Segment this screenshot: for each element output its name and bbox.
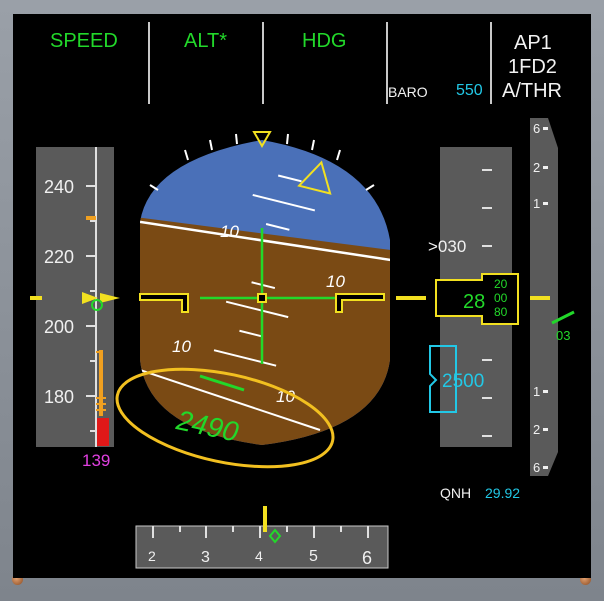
fma-lat-mode: HDG — [302, 30, 347, 52]
screw-bottom-right — [580, 574, 591, 585]
fma-divider-4 — [490, 22, 492, 104]
altitude-current-hundreds: 28 — [463, 291, 485, 313]
vls-strip — [99, 350, 103, 416]
localizer-green-mark — [199, 374, 245, 392]
speed-tick-240: 240 — [44, 177, 74, 197]
fma-athr-status: A/THR — [502, 80, 562, 102]
fma-alt-mode: ALT* — [184, 30, 227, 52]
speed-tick-180: 180 — [44, 387, 74, 407]
altitude-drum-bot: 80 — [494, 305, 508, 319]
speed-tick-220: 220 — [44, 247, 74, 267]
vertical-speed-indicator: 6 2 1 1 2 6 03 — [530, 118, 575, 476]
heading-tape: 2 3 4 5 6 — [135, 506, 389, 569]
vsi-mark-6-bottom: 6 — [533, 460, 540, 475]
qnh-label: QNH — [440, 485, 471, 501]
roll-scale — [149, 133, 375, 191]
pitch-label-ground-left: 10 — [172, 337, 191, 356]
speed-tick-200: 200 — [44, 317, 74, 337]
vsi-mark-6-top: 6 — [533, 121, 540, 136]
pitch-label-sky-right: 10 — [326, 272, 345, 291]
fma-speed-mode: SPEED — [50, 30, 118, 52]
aircraft-symbol — [139, 293, 426, 313]
altitude-drum-mid: 00 — [494, 291, 508, 305]
vsi-mark-2-top: 2 — [533, 160, 540, 175]
fma-divider-1 — [148, 22, 150, 104]
altitude-drum-top: 20 — [494, 277, 508, 291]
fma-baro-label: BARO — [388, 84, 428, 100]
vsi-mark-1-top: 1 — [533, 196, 540, 211]
heading-track-diamond — [268, 528, 282, 544]
qnh-value: 29.92 — [485, 485, 520, 501]
selected-altitude-value: 2500 — [442, 371, 484, 392]
speed-tape: 240 220 200 180 139 — [30, 147, 120, 470]
fma-baro-value: 550 — [456, 82, 483, 99]
altitude-label-030: >030 — [428, 237, 466, 256]
screw-bottom-left — [12, 574, 23, 585]
heading-tick-6: 6 — [362, 548, 372, 568]
speed-bottom-value: 139 — [82, 451, 110, 470]
fma-fd-status: 1FD2 — [508, 56, 557, 78]
heading-tick-2: 2 — [148, 548, 156, 564]
vsi-mark-2-bottom: 2 — [533, 422, 540, 437]
fma-divider-3 — [386, 22, 388, 104]
pitch-label-sky-left: 10 — [220, 222, 239, 241]
speed-trend-dot — [91, 299, 103, 311]
altitude-tape: >030 28 20 00 80 2500 — [428, 147, 519, 447]
heading-tick-5: 5 — [309, 548, 318, 565]
vsi-value: 03 — [556, 328, 570, 343]
vsi-needle — [551, 310, 575, 325]
fma-divider-2 — [262, 22, 264, 104]
roll-pointer — [297, 160, 332, 195]
alpha-prot-strip — [97, 418, 109, 446]
roll-index-triangle — [252, 131, 272, 149]
heading-tick-4: 4 — [255, 548, 263, 564]
fma-ap-status: AP1 — [514, 32, 552, 54]
radio-altitude-highlight — [115, 367, 335, 469]
vsi-mark-1-bottom: 1 — [533, 384, 540, 399]
heading-tick-3: 3 — [201, 549, 210, 566]
pitch-label-ground-right: 10 — [276, 387, 295, 406]
speed-target-bug — [86, 216, 96, 220]
